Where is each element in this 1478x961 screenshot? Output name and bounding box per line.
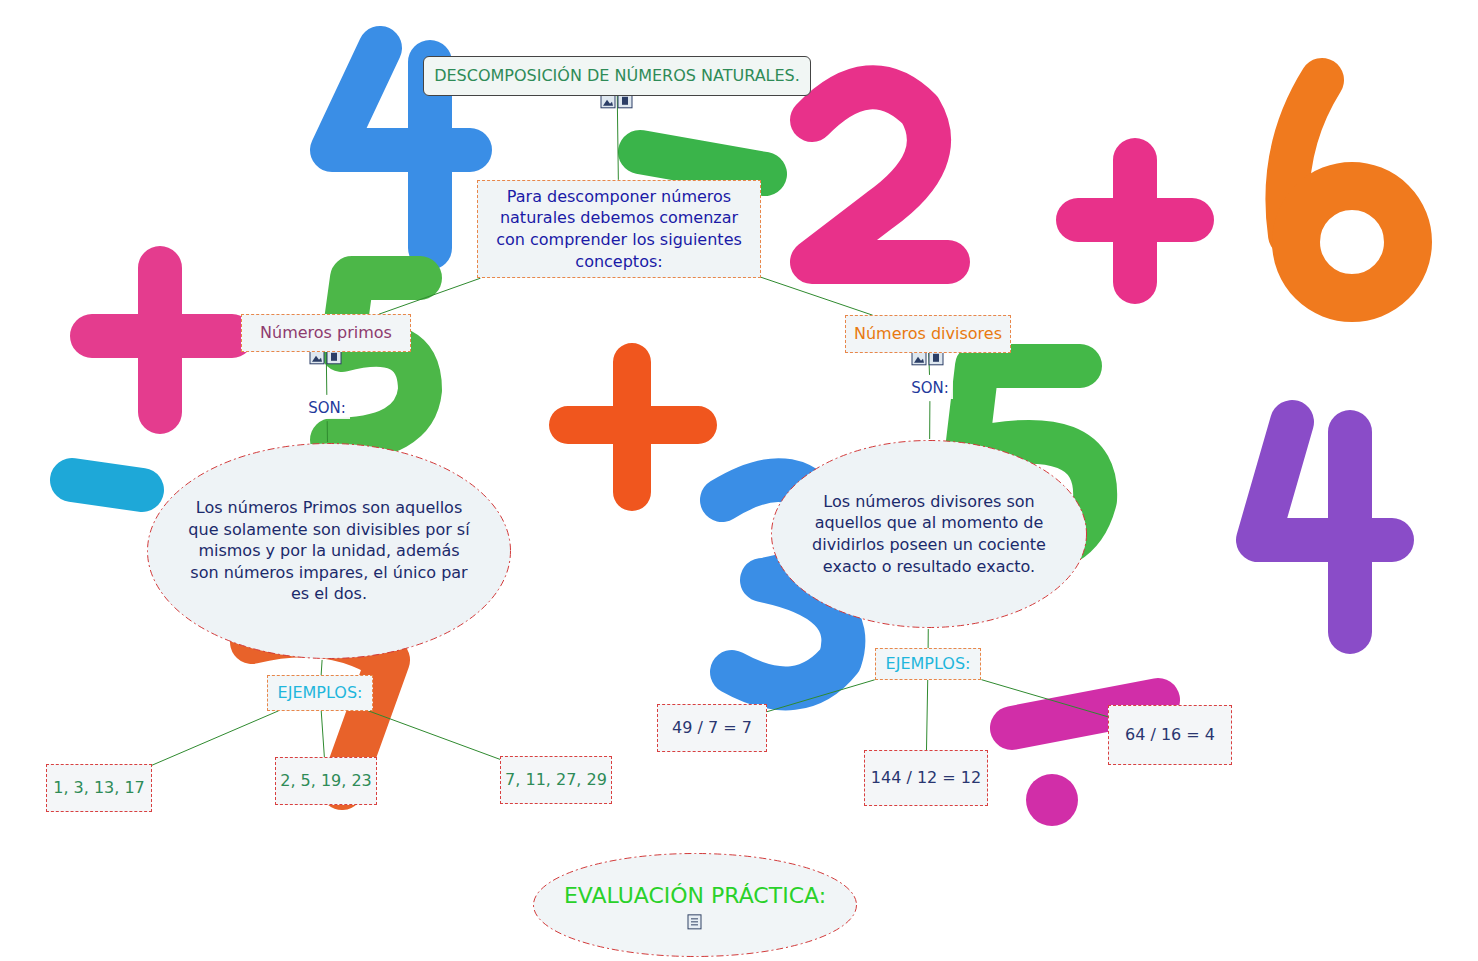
image-icon — [912, 351, 926, 365]
node-text: Para descomponer números naturales debem… — [484, 186, 754, 272]
linking-phrase: SON: — [304, 397, 350, 419]
example-box: 1, 3, 13, 17 — [46, 764, 152, 812]
definition-ellipse: Los números Primos son aquellos que sola… — [146, 442, 512, 660]
magnet-plus — [568, 362, 698, 492]
title-box: DESCOMPOSICIÓN DE NÚMEROS NATURALES. — [423, 56, 811, 96]
magnet-six-loop — [1296, 186, 1408, 298]
node-text: 64 / 16 = 4 — [1125, 724, 1215, 746]
connector-line — [767, 680, 875, 712]
connector-line — [761, 277, 873, 315]
connector-line — [368, 711, 500, 760]
magnet-minus — [72, 480, 142, 490]
ellipse-content: Los números Primos son aquellos que sola… — [183, 497, 475, 605]
example-box: 49 / 7 = 7 — [657, 704, 767, 752]
connector-line — [321, 711, 324, 757]
node-text: EVALUACIÓN PRÁCTICA: — [564, 881, 826, 911]
linking-box: EJEMPLOS: — [267, 675, 374, 711]
node-text: DESCOMPOSICIÓN DE NÚMEROS NATURALES. — [434, 65, 800, 87]
connector-line — [327, 421, 328, 442]
connector-line — [321, 660, 323, 675]
node-text: 7, 11, 27, 29 — [505, 769, 607, 791]
media-icon — [929, 351, 943, 365]
note-icon — [688, 915, 701, 929]
connector-line — [928, 629, 929, 648]
concept-box: Números divisores — [845, 315, 1011, 353]
example-box: 7, 11, 27, 29 — [500, 756, 612, 804]
connector-line — [617, 96, 618, 180]
media-icon — [618, 94, 632, 108]
node-text: 49 / 7 = 7 — [672, 717, 752, 739]
ellipse-shape — [772, 441, 1087, 628]
node-text: 2, 5, 19, 23 — [280, 770, 372, 792]
node-text: Números primos — [260, 322, 392, 344]
magnet-divide-dot — [1026, 774, 1078, 826]
image-icon — [310, 350, 324, 364]
connector-line — [929, 401, 930, 439]
media-icon — [327, 350, 341, 364]
node-text: SON: — [308, 398, 346, 418]
linking-box: EJEMPLOS: — [875, 648, 982, 680]
connector-line — [981, 680, 1108, 717]
ellipse-content: EVALUACIÓN PRÁCTICA: — [564, 881, 826, 911]
node-text: EJEMPLOS: — [278, 682, 363, 704]
ellipse-shape — [534, 854, 857, 957]
magnet-two — [812, 87, 948, 262]
image-icon — [601, 94, 615, 108]
magnet-minus — [640, 152, 765, 174]
node-text: 1, 3, 13, 17 — [53, 777, 145, 799]
node-text: 144 / 12 = 12 — [871, 767, 981, 789]
ellipse-content: Los números divisores son aquellos que a… — [796, 491, 1062, 577]
magnet-plus — [92, 268, 232, 412]
evaluation-ellipse: EVALUACIÓN PRÁCTICA: — [532, 852, 858, 958]
definition-ellipse: Los números divisores son aquellos que a… — [770, 439, 1088, 629]
connector-line — [926, 680, 927, 750]
example-box: 144 / 12 = 12 — [864, 750, 988, 806]
example-box: 2, 5, 19, 23 — [275, 757, 377, 805]
node-text: Los números divisores son aquellos que a… — [796, 491, 1062, 577]
node-text: Los números Primos son aquellos que sola… — [183, 497, 475, 605]
intro-box: Para descomponer números naturales debem… — [477, 180, 761, 278]
ellipse-shape — [148, 444, 511, 659]
magnet-plus — [1078, 160, 1192, 282]
concept-box: Números primos — [241, 314, 411, 352]
node-text: EJEMPLOS: — [886, 653, 971, 675]
linking-phrase: SON: — [907, 377, 953, 399]
node-text: Números divisores — [854, 323, 1002, 345]
connector-line — [379, 278, 480, 314]
ellipse-outline — [770, 439, 1088, 629]
magnet-four — [1258, 422, 1392, 632]
connector-line — [152, 711, 279, 766]
example-box: 64 / 16 = 4 — [1108, 705, 1232, 765]
node-text: SON: — [911, 378, 949, 398]
